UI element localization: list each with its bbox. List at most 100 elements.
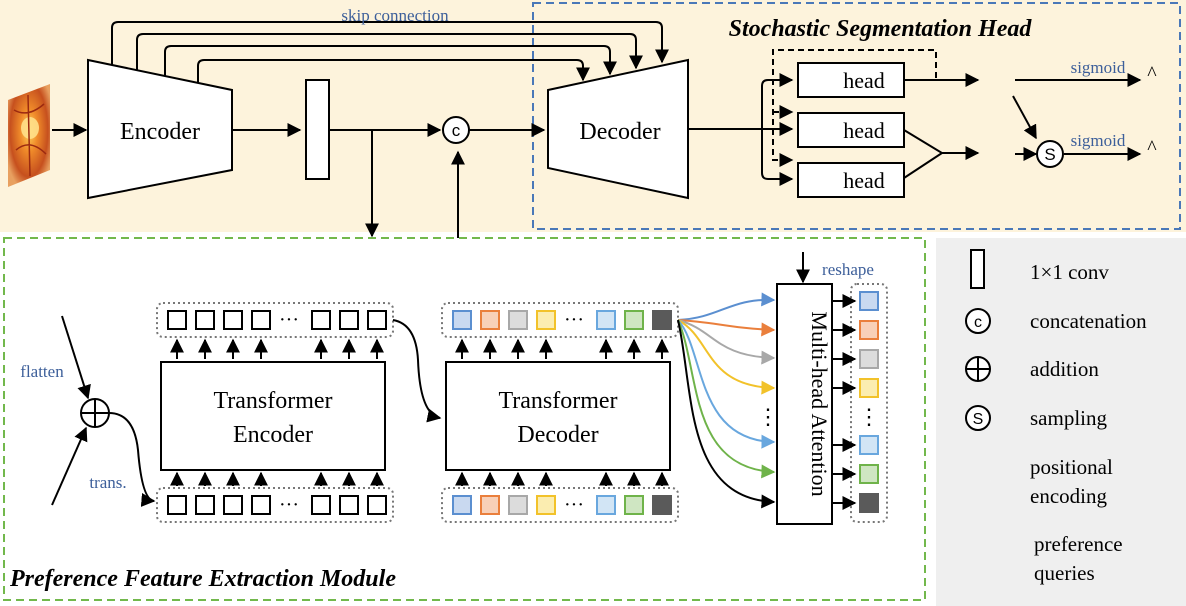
attention-input-arrows [677,292,776,509]
encoder-input-token [251,495,271,515]
head-label-3: head [843,168,885,193]
bottom-section-title: Preference Feature Extraction Module [9,566,396,592]
vellipsis-attention: ⋮ [757,404,779,429]
ellipsis-enc-bottom: ··· [279,494,299,516]
legend-sampling-symbol: S [973,411,984,428]
head-block-3 [797,162,905,198]
legend-text-concat: concatenation [1030,309,1147,333]
ellipsis-dec-bottom: ··· [564,494,584,516]
attention-to-output-arrows [832,294,857,510]
decoder-block [547,58,689,200]
flatten-trans-arrows [51,315,156,507]
decoder-output-token [452,310,472,330]
multi-head-attention-block [776,283,833,525]
token-layer [167,291,879,515]
skip-connection-label: skip connection [341,6,449,25]
decoder-output-tokens [441,302,679,338]
decoder-output-token [480,310,500,330]
attention-output-token [859,493,879,513]
head-block-1 [797,62,905,98]
ellipsis-enc-top: ··· [279,309,299,331]
decoder-label: Decoder [579,119,660,145]
transformer-decoder-label-2: Decoder [517,422,598,448]
encoder-output-token [223,310,243,330]
transformer-encoder-label-1: Transformer [213,388,332,414]
transformer-decoder-block [445,361,671,471]
head-label-2: head [843,118,885,143]
decoder-to-heads [688,73,794,186]
skip-connections [111,21,669,82]
encoder-output-token [251,310,271,330]
attention-output-token [859,320,879,340]
flatten-label: flatten [20,362,64,381]
trans-label: trans. [89,473,126,492]
preference-query-token [536,495,556,515]
multi-head-attention-label: Multi-head Attention [807,311,832,496]
preference-query-token [624,495,644,515]
encoder-label: Encoder [120,119,200,145]
attention-output-token [859,464,879,484]
encoder-to-decoder-arrow [392,319,442,423]
conv-1x1-block [305,79,330,180]
decoder-output-token [652,310,672,330]
encoder-input-token [311,495,331,515]
legend-concat-symbol: c [974,314,982,331]
legend-text-queries: queries [1034,561,1095,585]
encoder-input-token [367,495,387,515]
sigmoid-label-2: sigmoid [1071,131,1126,150]
attention-output-token [859,378,879,398]
legend-text-preference: preference [1034,532,1123,556]
encoder-output-token [167,310,187,330]
output-hat-2: ^ [1147,137,1157,159]
reshape-label: reshape [822,260,874,279]
preference-query-token [452,495,472,515]
sampling-node [1036,140,1064,168]
input-fundus-image [8,84,50,187]
dashed-head-feedback [772,49,937,167]
encoder-input-token [223,495,243,515]
encoder-output-token [339,310,359,330]
preference-query-token [508,495,528,515]
head-outputs [903,73,1142,179]
head-label-1: head [843,68,885,93]
legend-text-conv: 1×1 conv [1030,260,1109,284]
legend-addition-icon [965,356,991,382]
encoder-input-token [339,495,359,515]
ellipsis-dec-top: ··· [564,309,584,331]
stochastic-segmentation-head-box [532,2,1181,230]
transformer-encoder-label-2: Encoder [233,422,313,448]
decoder-output-token [536,310,556,330]
attention-output-token [859,291,879,311]
encoder-input-token [195,495,215,515]
legend-text-sampling: sampling [1030,406,1107,430]
decoder-output-token [624,310,644,330]
preference-query-token [596,495,616,515]
attention-output-token [859,435,879,455]
preference-feature-module-box [3,237,926,601]
encoder-input-tokens [156,487,394,523]
decoder-output-token [596,310,616,330]
legend: 1×1 conv c concatenation addition S samp… [965,249,1147,585]
legend-text-positional: positional [1030,455,1113,479]
legend-text-encoding: encoding [1030,484,1107,508]
preference-query-tokens [441,487,679,523]
vellipsis-output: ⋮ [858,404,880,429]
attention-output-token [859,349,879,369]
preference-query-token [480,495,500,515]
legend-text-addition: addition [1030,357,1099,381]
encoder-block [87,58,233,200]
addition-node [80,398,110,428]
transformer-encoder-block [160,361,386,471]
encoder-input-token [167,495,187,515]
output-hat-1: ^ [1147,63,1157,85]
encoder-output-token [367,310,387,330]
attention-output-tokens [850,283,888,523]
concatenation-symbol: c [452,121,461,140]
encoder-output-tokens [156,302,394,338]
encoder-output-token [311,310,331,330]
decoder-output-token [508,310,528,330]
legend-sampling-icon [965,405,991,431]
sigmoid-label-1: sigmoid [1071,58,1126,77]
